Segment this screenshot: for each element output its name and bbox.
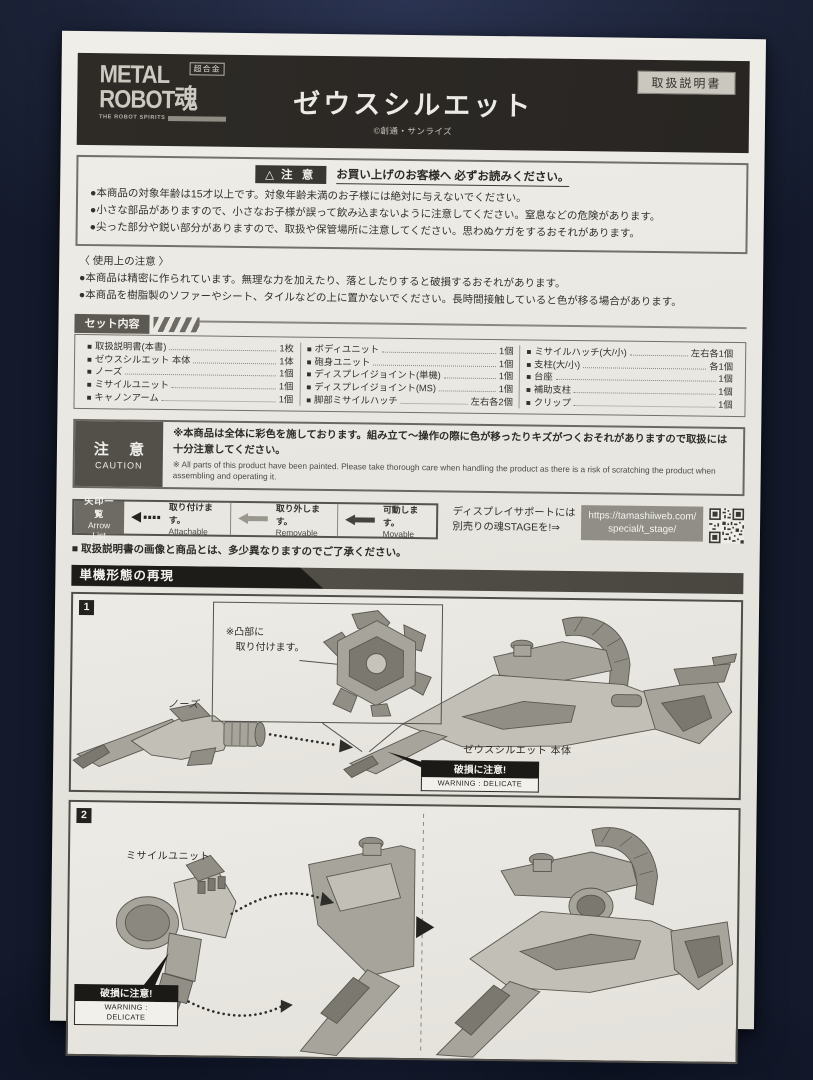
arrow-legend-item: 取り外します。Removable: [230, 502, 338, 538]
arrow-legend-item: 取り付けます。Attachable: [124, 501, 230, 536]
missile-unit-label: ミサイルユニット: [125, 850, 211, 863]
step-1-diagram: [72, 616, 738, 778]
section-title: 単機形態の再現: [79, 567, 175, 583]
warning-pointer: [142, 952, 169, 987]
header-rule: [199, 320, 747, 330]
warning-delicate-callout: 破損に注意! WARNING : DELICATE: [73, 952, 179, 1026]
attach-arrow-icon: [131, 511, 161, 523]
move-arrow-icon: [345, 514, 376, 526]
product-title: ゼウスシルエット: [293, 88, 534, 122]
step-1-panel: 1: [68, 591, 744, 800]
remove-arrow-icon: [238, 513, 269, 525]
warning-triangle-icon: △: [265, 169, 278, 182]
step-number-badge: 1: [78, 599, 95, 615]
arrow-legend: 矢印一覧 Arrow List 取り付けます。Attachable 取り外します…: [71, 496, 439, 540]
body-label: ゼウスシルエット 本体: [463, 744, 572, 757]
warning-delicate-callout: 破損に注意! WARNING : DELICATE: [387, 751, 540, 793]
paint-caution-jp: ※本商品は全体に彩色を施しております。組み立て〜操作の際に色が移ったりキズがつく…: [172, 428, 728, 457]
caution-label-block: 注 意 CAUTION: [74, 421, 164, 487]
step-number-badge: 2: [76, 807, 92, 823]
usage-notes: 〈 使用上の注意 〉 ●本商品は精密に作られています。無理な力を加えたり、落とし…: [79, 253, 744, 312]
set-item: ■脚部ミサイルハッチ左右各2個: [306, 394, 513, 407]
arrow-legend-item: 可動します。Movable: [337, 503, 437, 539]
hex-socket-detail: [322, 609, 432, 717]
instruction-manual-page: METAL ROBOT魂 THE ROBOT SPIRITS 超合金 取扱説明書…: [49, 30, 767, 1064]
caution-box: △ 注 意 お買い上げのお客様へ 必ずお読みください。 ●本商品の対象年齢は15…: [75, 154, 749, 255]
display-support-note: ディスプレイサポートには 別売りの魂STAGEを!⇒: [452, 506, 576, 534]
caution-label: △ 注 意: [255, 165, 327, 184]
caution-headline: お買い上げのお客様へ 必ずお読みください。: [336, 166, 570, 187]
arrow-legend-row: 矢印一覧 Arrow List 取り付けます。Attachable 取り外します…: [71, 496, 745, 545]
section-header: 単機形態の再現: [71, 564, 744, 594]
warning-pointer: [387, 751, 424, 768]
step-2-panel: 2: [65, 799, 741, 1064]
attach-detail-callout: ※凸部に 取り付けます。: [211, 601, 444, 725]
set-contents-title: セット内容: [74, 313, 150, 334]
paint-caution-box: 注 意 CAUTION ※本商品は全体に彩色を施しております。組み立て〜操作の際…: [72, 419, 746, 496]
nose-label: ノーズ: [167, 698, 199, 711]
arrow-legend-label: 矢印一覧 Arrow List: [73, 496, 125, 540]
chogokin-badge: 超合金: [189, 62, 225, 76]
diagonal-stripes-decoration: [153, 316, 200, 333]
paint-caution-en: ※ All parts of this product have been pa…: [172, 459, 716, 482]
image-disclaimer: ■ 取扱説明書の画像と商品とは、多少異なりますのでご了承ください。: [71, 542, 407, 559]
callout-text: ※凸部に 取り付けます。: [225, 626, 305, 654]
tamashii-stage-url: https://tamashiiweb.com/ special/t_stage…: [581, 504, 704, 542]
manual-header: METAL ROBOT魂 THE ROBOT SPIRITS 超合金 取扱説明書…: [76, 52, 750, 154]
qr-code: [708, 507, 745, 544]
